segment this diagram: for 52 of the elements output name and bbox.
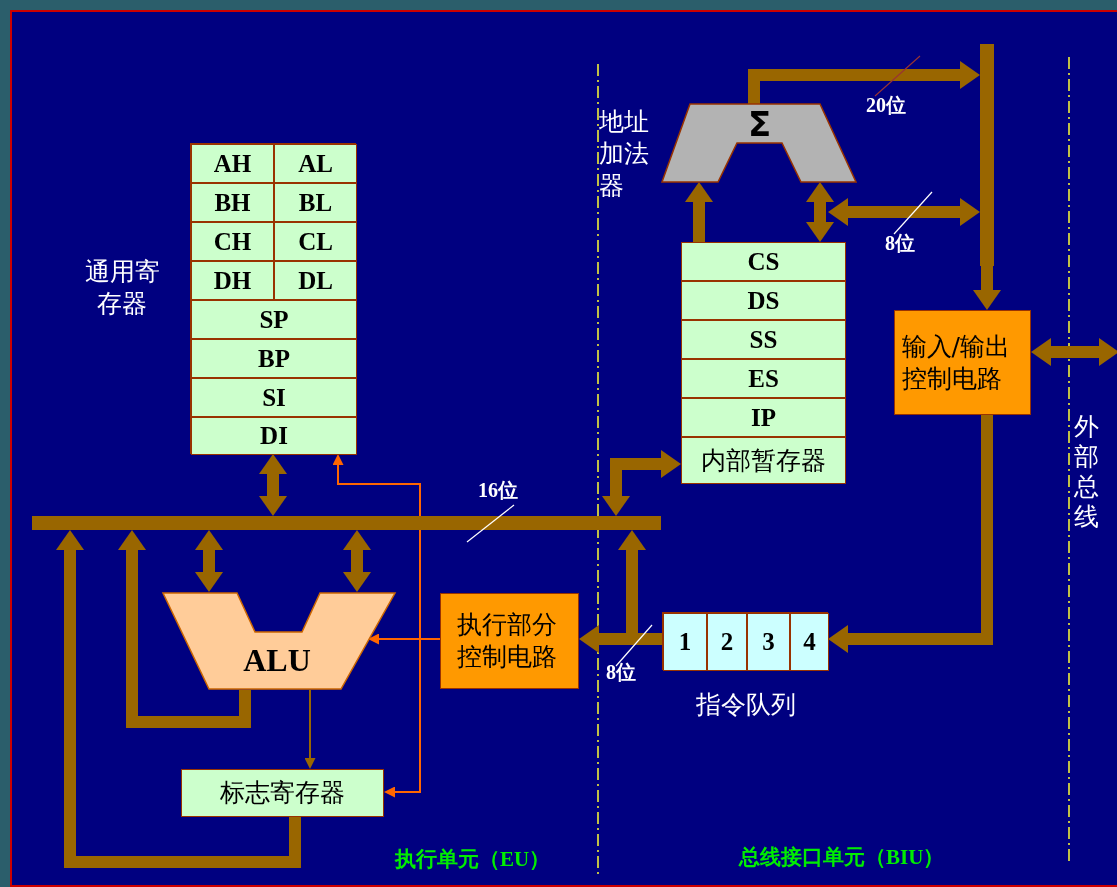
- bus-arrow: [806, 182, 834, 242]
- register-cell: CH: [191, 222, 274, 261]
- register-cell: CS: [681, 242, 846, 281]
- external-bus-label: 外部总线: [1074, 412, 1100, 532]
- bus-arrow: [685, 182, 713, 242]
- bit-width-label: 8位: [606, 660, 636, 685]
- bus-arrow: [973, 266, 1001, 310]
- bus-arrow: [828, 415, 993, 653]
- register-cell: AL: [274, 144, 357, 183]
- bus-arrow: [1031, 338, 1117, 366]
- control-arrow: [304, 689, 316, 769]
- queue-cell: 3: [747, 613, 790, 671]
- unit-label: 总线接口单元（BIU）: [739, 844, 945, 871]
- register-cell: SP: [191, 300, 357, 339]
- control-arrow: [384, 638, 441, 798]
- bus-arrow: [748, 61, 980, 104]
- alu-label: ALU: [242, 640, 312, 680]
- adder-label: 地址加法器: [599, 106, 650, 202]
- bus-arrow: [828, 198, 980, 226]
- bus-arrow: [195, 530, 223, 592]
- bus-arrow: [602, 450, 681, 516]
- register-cell: BH: [191, 183, 274, 222]
- bit-width-label: 8位: [885, 231, 915, 256]
- queue-cell: 4: [790, 613, 829, 671]
- queue-cell: 2: [707, 613, 747, 671]
- register-cell: ES: [681, 359, 846, 398]
- queue-cell: 1: [663, 613, 707, 671]
- register-group-label: 通用寄存器: [83, 256, 161, 320]
- sigma-symbol: Σ: [746, 106, 773, 142]
- flag-register-box: 标志寄存器: [181, 769, 384, 817]
- register-cell: DI: [191, 417, 357, 455]
- register-cell: 内部暂存器: [681, 437, 846, 484]
- unit-label: 执行单元（EU）: [395, 846, 551, 873]
- register-cell: IP: [681, 398, 846, 437]
- register-cell: DS: [681, 281, 846, 320]
- register-cell: BL: [274, 183, 357, 222]
- bit-width-label: 16位: [478, 478, 519, 503]
- register-cell: AH: [191, 144, 274, 183]
- bus-arrow: [118, 530, 251, 728]
- bit-width-label: 20位: [866, 93, 906, 118]
- control-circuit-box: 输入/输出控制电路: [894, 310, 1031, 415]
- bus-arrow: [343, 530, 371, 592]
- register-cell: DL: [274, 261, 357, 300]
- queue-label: 指令队列: [695, 689, 797, 721]
- bus-bar: [980, 44, 994, 266]
- bus-arrow: [259, 454, 287, 516]
- register-cell: SI: [191, 378, 357, 417]
- register-cell: SS: [681, 320, 846, 359]
- register-cell: CL: [274, 222, 357, 261]
- control-circuit-box: 执行部分控制电路: [440, 593, 579, 689]
- register-cell: DH: [191, 261, 274, 300]
- register-cell: BP: [191, 339, 357, 378]
